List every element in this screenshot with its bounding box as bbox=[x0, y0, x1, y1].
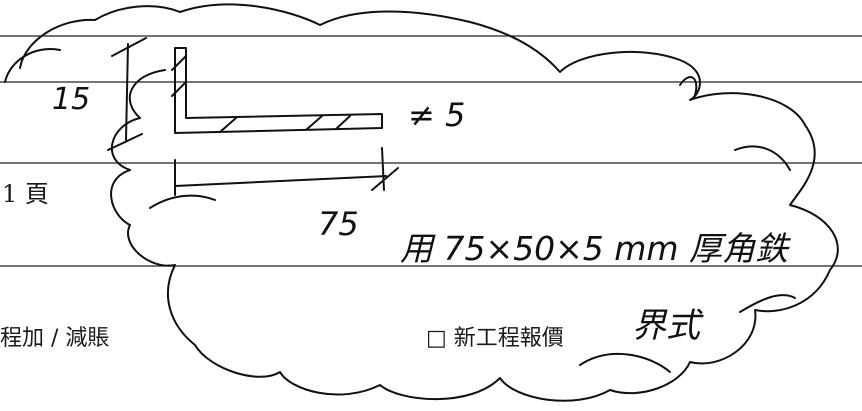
width-dim-ext-right bbox=[381, 147, 385, 191]
thickness-note-text: ≠ 5 bbox=[408, 96, 466, 134]
width-dim-tick-right bbox=[371, 167, 399, 191]
angle-section-sketch bbox=[107, 37, 399, 196]
material-spec-note-line2: 界式 bbox=[632, 306, 700, 346]
hatch-2 bbox=[171, 81, 187, 97]
hatch-5 bbox=[335, 115, 351, 130]
new-quotation-checkbox-label: □ 新工程報價 bbox=[426, 326, 564, 351]
hatch-3 bbox=[219, 117, 237, 133]
ruled-lines bbox=[0, 35, 862, 267]
height-dim-line bbox=[125, 43, 129, 141]
material-spec-note: 用 75×50×5 mm 厚角鉄 bbox=[400, 229, 789, 268]
angle-outline bbox=[174, 47, 383, 134]
revision-cloud bbox=[19, 3, 839, 402]
width-dimension-text: 75 bbox=[318, 205, 359, 243]
cloud-squiggle-2 bbox=[149, 194, 216, 209]
cloud-squiggle-1 bbox=[4, 48, 61, 83]
cloud-squiggle-3 bbox=[679, 76, 698, 96]
height-dimension-text: 15 bbox=[52, 82, 91, 117]
cloud-squiggle-4 bbox=[734, 145, 791, 171]
width-dim-line bbox=[174, 175, 387, 187]
height-dim-tick-bottom bbox=[107, 133, 143, 151]
variation-checkbox-label: 程加 / 減賬 bbox=[0, 326, 110, 351]
hatch-4 bbox=[305, 115, 323, 131]
hatch-1 bbox=[171, 55, 187, 71]
height-dim-tick-top bbox=[111, 37, 147, 57]
cloud-squiggle-5 bbox=[579, 352, 671, 373]
page-number-label: 1 頁 bbox=[2, 180, 49, 208]
cloud-squiggle-6 bbox=[739, 294, 796, 313]
